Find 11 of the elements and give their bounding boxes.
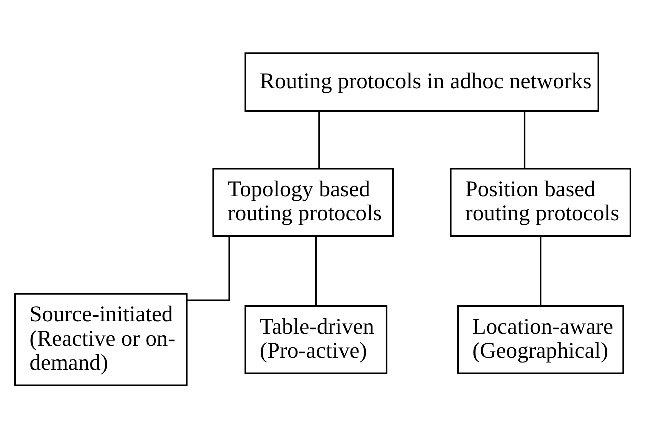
- node-box: Table-driven (Pro-active): [244, 305, 388, 374]
- connector: [315, 236, 317, 306]
- node-box: Source-initiated (Reactive or on-demand): [14, 293, 188, 386]
- connector: [524, 111, 526, 169]
- connector: [540, 236, 542, 306]
- node-box: Position based routing protocols: [450, 168, 632, 238]
- node-box: Routing protocols in adhoc networks: [244, 52, 600, 112]
- node-box: Topology based routing protocols: [212, 168, 394, 238]
- connector: [318, 111, 320, 169]
- node-box: Location-aware (Geographical): [457, 305, 624, 374]
- connector: [188, 236, 230, 302]
